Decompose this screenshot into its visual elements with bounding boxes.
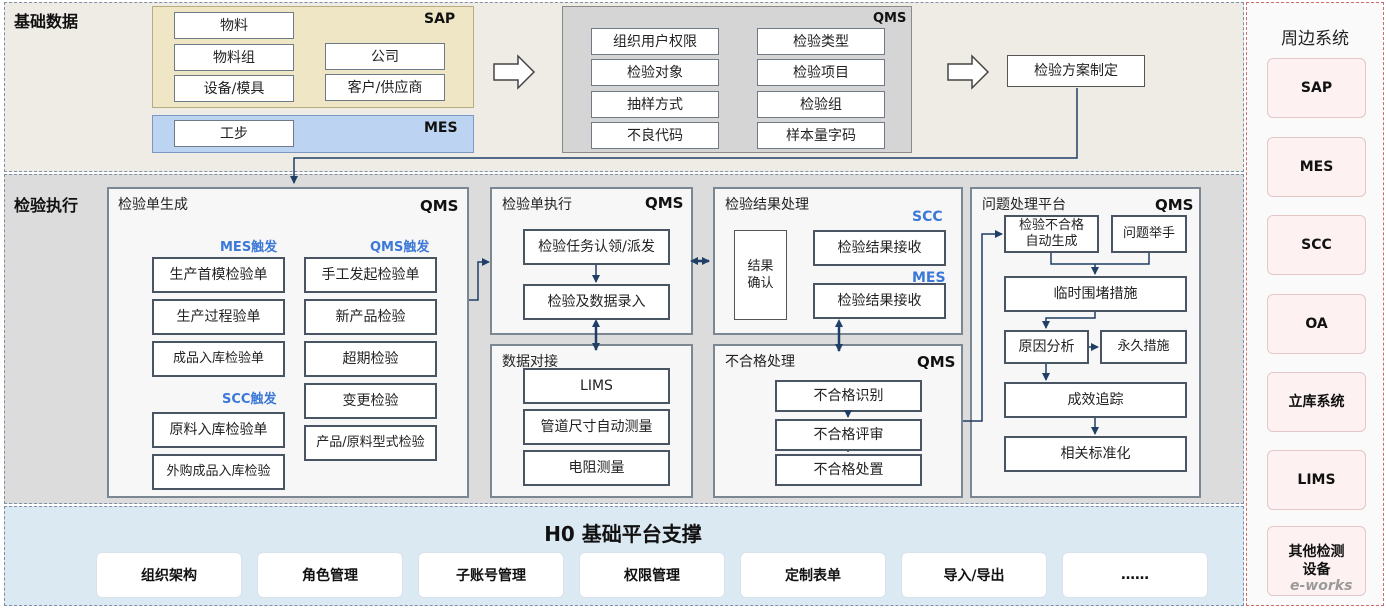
platform-title: H0 基础平台支撑 bbox=[544, 522, 702, 546]
result-processing-title: 检验结果处理 bbox=[725, 197, 809, 213]
exec-task-claim: 检验任务认领/派发 bbox=[523, 229, 670, 265]
side-item-sap: SAP bbox=[1267, 58, 1366, 118]
platform-item-more: …… bbox=[1062, 552, 1208, 598]
gen-qms-manual: 手工发起检验单 bbox=[304, 257, 437, 293]
sap-tag: SAP bbox=[424, 11, 456, 27]
gen-scc-raw-material: 原料入库检验单 bbox=[152, 412, 285, 448]
dock-lims: LIMS bbox=[523, 368, 670, 404]
inspection-plan-box: 检验方案制定 bbox=[1007, 55, 1145, 87]
block-arrow-qms-to-plan bbox=[947, 54, 990, 90]
dock-resistance: 电阻测量 bbox=[523, 450, 670, 486]
qms-item-inspection-group: 检验组 bbox=[757, 91, 885, 118]
qms-trigger-label: QMS触发 bbox=[370, 240, 430, 255]
sap-item-company: 公司 bbox=[325, 43, 445, 70]
issue-raise-hand: 问题举手 bbox=[1111, 215, 1187, 253]
platform-item-permission: 权限管理 bbox=[579, 552, 725, 598]
sap-item-equipment: 设备/模具 bbox=[174, 75, 294, 102]
gen-mes-first-mold: 生产首模检验单 bbox=[152, 257, 285, 293]
gen-qms-overdue: 超期检验 bbox=[304, 341, 437, 377]
issue-auto-generate-label: 检验不合格自动生成 bbox=[1018, 218, 1084, 249]
result-scc-tag: SCC bbox=[912, 209, 943, 225]
sap-item-material-group: 物料组 bbox=[174, 44, 294, 71]
order-generation-title: 检验单生成 bbox=[118, 197, 188, 213]
order-execution-qms-tag: QMS bbox=[645, 194, 684, 212]
sap-item-material: 物料 bbox=[174, 12, 294, 39]
result-receive-mes: 检验结果接收 bbox=[813, 283, 946, 319]
gen-scc-purchased-finished: 外购成品入库检验 bbox=[152, 454, 285, 490]
section-title-inspection-exec: 检验执行 bbox=[14, 196, 79, 215]
qms-item-inspection-type: 检验类型 bbox=[757, 28, 885, 55]
side-item-warehouse: 立库系统 bbox=[1267, 372, 1366, 432]
qms-item-inspection-object: 检验对象 bbox=[591, 59, 719, 86]
side-item-scc: SCC bbox=[1267, 215, 1366, 275]
mes-tag: MES bbox=[424, 120, 458, 136]
mes-trigger-label: MES触发 bbox=[220, 240, 278, 255]
order-generation-qms-tag: QMS bbox=[420, 197, 459, 215]
side-item-other-devices: 其他检测设备 bbox=[1267, 526, 1366, 596]
side-item-lims: LIMS bbox=[1267, 450, 1366, 510]
issue-platform-qms-tag: QMS bbox=[1155, 196, 1194, 214]
result-mes-tag: MES bbox=[912, 270, 946, 286]
nc-review: 不合格评审 bbox=[775, 419, 922, 451]
platform-item-subaccount: 子账号管理 bbox=[418, 552, 564, 598]
qms-basic-tag: QMS bbox=[873, 11, 907, 26]
issue-temp-containment: 临时围堵措施 bbox=[1004, 276, 1187, 312]
qms-item-org-user-permission: 组织用户权限 bbox=[591, 28, 719, 55]
side-item-other-devices-label: 其他检测设备 bbox=[1288, 544, 1345, 578]
issue-auto-generate: 检验不合格自动生成 bbox=[1004, 215, 1099, 253]
qms-item-sampling-method: 抽样方式 bbox=[591, 91, 719, 118]
issue-platform-title: 问题处理平台 bbox=[982, 197, 1066, 213]
result-confirm-label: 结果确认 bbox=[747, 259, 774, 291]
platform-item-role: 角色管理 bbox=[257, 552, 403, 598]
data-docking-title: 数据对接 bbox=[502, 354, 558, 370]
result-confirm-box: 结果确认 bbox=[734, 230, 787, 320]
nc-disposal: 不合格处置 bbox=[775, 454, 922, 486]
platform-item-org: 组织架构 bbox=[96, 552, 242, 598]
platform-item-custom-form: 定制表单 bbox=[740, 552, 886, 598]
peripheral-title: 周边系统 bbox=[1281, 29, 1349, 49]
nonconformity-title: 不合格处理 bbox=[725, 354, 795, 370]
qms-item-inspection-item: 检验项目 bbox=[757, 59, 885, 86]
nonconformity-qms-tag: QMS bbox=[917, 353, 956, 371]
qms-item-defect-code: 不良代码 bbox=[591, 122, 719, 149]
mes-item-step: 工步 bbox=[174, 120, 294, 147]
dock-pipe-measure: 管道尺寸自动测量 bbox=[523, 409, 670, 445]
issue-effect-tracking: 成效追踪 bbox=[1004, 382, 1187, 418]
block-arrow-sap-to-qms bbox=[493, 54, 536, 90]
watermark-logo: e-works bbox=[1290, 578, 1353, 594]
qms-item-sample-size-code: 样本量字码 bbox=[757, 122, 885, 149]
result-receive-scc: 检验结果接收 bbox=[813, 230, 946, 266]
gen-qms-new-product: 新产品检验 bbox=[304, 299, 437, 335]
issue-permanent-action: 永久措施 bbox=[1100, 330, 1187, 364]
platform-item-import-export: 导入/导出 bbox=[901, 552, 1047, 598]
issue-standardization: 相关标准化 bbox=[1004, 436, 1187, 472]
gen-mes-process: 生产过程验单 bbox=[152, 299, 285, 335]
side-item-oa: OA bbox=[1267, 294, 1366, 354]
gen-qms-change: 变更检验 bbox=[304, 383, 437, 419]
gen-qms-type-test: 产品/原料型式检验 bbox=[304, 425, 437, 461]
scc-trigger-label: SCC触发 bbox=[222, 392, 277, 407]
issue-root-cause: 原因分析 bbox=[1004, 330, 1089, 364]
side-item-mes: MES bbox=[1267, 137, 1366, 197]
section-title-basic-data: 基础数据 bbox=[14, 12, 79, 31]
order-execution-title: 检验单执行 bbox=[502, 197, 572, 213]
gen-mes-finished-storage: 成品入库检验单 bbox=[152, 341, 285, 377]
sap-item-customer-supplier: 客户/供应商 bbox=[325, 74, 445, 101]
